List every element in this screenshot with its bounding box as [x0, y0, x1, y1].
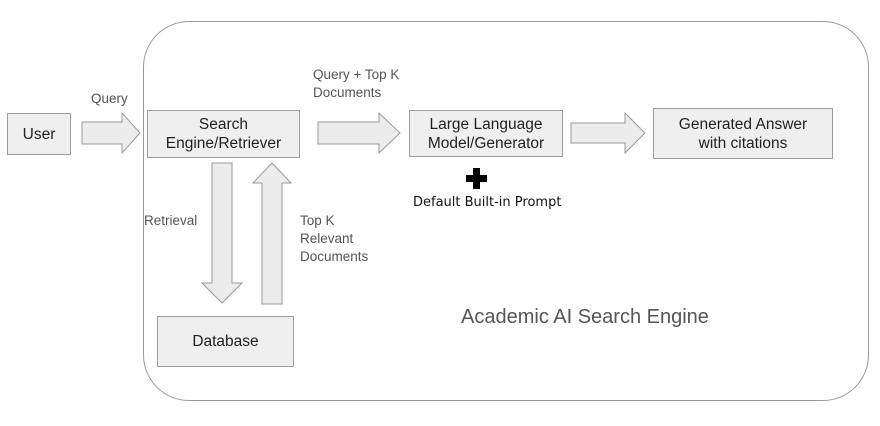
llm-label: Large Language Model/Generator — [427, 115, 545, 152]
engine-title: Academic AI Search Engine — [461, 306, 709, 328]
edge-label-retrieval: Retrieval — [144, 213, 198, 228]
plus-icon — [466, 168, 487, 189]
user-node: User — [7, 113, 71, 155]
edge-label-top-k-relevant: Top K Relevant Documents — [300, 213, 369, 264]
database-node: Database — [157, 316, 294, 367]
arrow-search-to-llm — [317, 111, 401, 155]
user-label: User — [22, 125, 56, 143]
llm-node: Large Language Model/Generator — [409, 110, 563, 157]
database-label: Database — [192, 333, 259, 350]
search-engine-label: Search Engine/Retriever — [165, 116, 282, 152]
arrow-retrieval-down — [200, 162, 244, 304]
arrow-top-k-up — [251, 162, 293, 305]
edge-label-query: Query — [91, 91, 128, 106]
answer-label: Generated Answer with citations — [678, 115, 808, 152]
answer-node: Generated Answer with citations — [653, 108, 833, 159]
search-engine-node: Search Engine/Retriever — [147, 110, 300, 158]
arrow-user-to-search — [81, 111, 141, 155]
arrow-llm-to-answer — [570, 111, 646, 155]
default-prompt-note: Default Built-in Prompt — [413, 195, 562, 210]
edge-label-query-top-k: Query + Top K Documents — [313, 67, 400, 100]
